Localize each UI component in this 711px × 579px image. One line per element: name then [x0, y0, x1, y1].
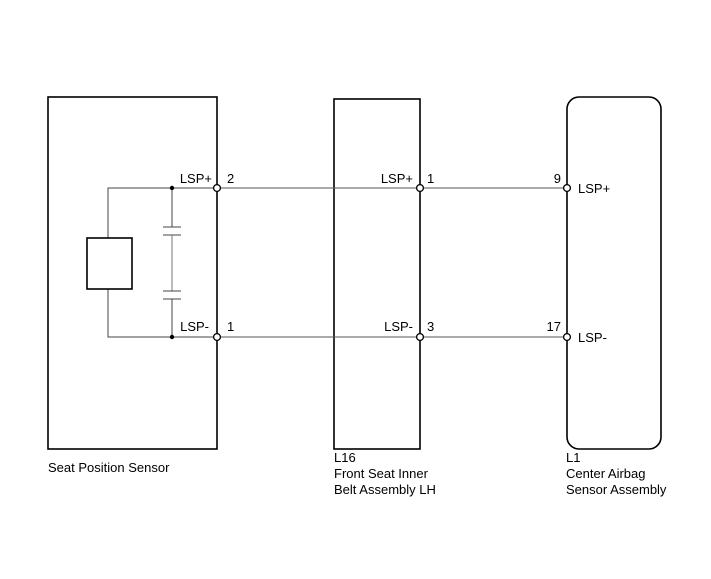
sensor-lsp-plus-pin: 2 [227, 171, 234, 186]
l1-code: L1 [566, 450, 580, 465]
l1-lsp-plus-label: LSP+ [578, 181, 610, 196]
internal-wire-bottom [107, 289, 217, 338]
junction-dot-bottom [169, 334, 175, 340]
l16-connector-box [333, 98, 421, 450]
sensor-internal-circuit [86, 185, 217, 340]
terminal-l1-lsp-plus [562, 183, 572, 193]
l1-lsp-minus-pin: 17 [547, 319, 561, 334]
sensor-caption: Seat Position Sensor [48, 460, 170, 475]
l16-name-line1: Front Seat Inner [334, 466, 429, 481]
sensor-element-symbol [86, 237, 133, 290]
l1-airbag-sensor-box [566, 96, 662, 450]
l16-lsp-minus-pin: 3 [427, 319, 434, 334]
l16-name-line2: Belt Assembly LH [334, 482, 436, 497]
terminal-l1-lsp-minus [562, 332, 572, 342]
l1-name-line1: Center Airbag [566, 466, 646, 481]
l16-lsp-plus-pin: 1 [427, 171, 434, 186]
l1-lsp-plus-pin: 9 [554, 171, 561, 186]
terminal-sensor-lsp-plus [212, 183, 222, 193]
junction-dot-top [169, 185, 175, 191]
terminal-sensor-lsp-minus [212, 332, 222, 342]
l1-lsp-minus-label: LSP- [578, 330, 607, 345]
l16-lsp-minus-label: LSP- [384, 319, 413, 334]
l16-code: L16 [334, 450, 356, 465]
internal-wire-top [107, 187, 217, 238]
terminal-l16-lsp-plus [415, 183, 425, 193]
sensor-lsp-plus-label: LSP+ [180, 171, 212, 186]
sensor-lsp-minus-pin: 1 [227, 319, 234, 334]
terminal-l16-lsp-minus [415, 332, 425, 342]
sensor-lsp-minus-label: LSP- [180, 319, 209, 334]
l16-lsp-plus-label: LSP+ [381, 171, 413, 186]
l1-name-line2: Sensor Assembly [566, 482, 667, 497]
